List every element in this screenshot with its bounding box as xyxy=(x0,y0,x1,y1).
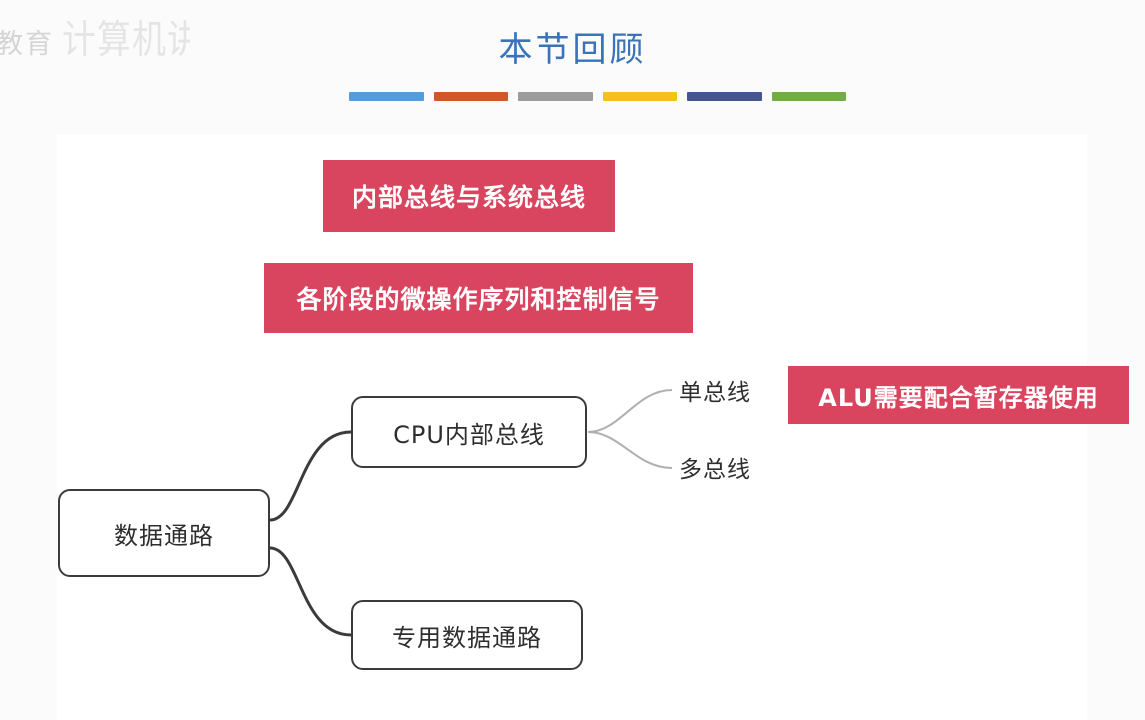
bar-orange xyxy=(433,92,508,101)
highlight-alu-register: ALU需要配合暂存器使用 xyxy=(788,366,1129,424)
bar-blue xyxy=(349,92,424,101)
watermark-main-text: 教育 xyxy=(0,29,54,60)
bar-yellow xyxy=(602,92,677,101)
watermark-sub-text: 计算机讲 xyxy=(62,17,190,64)
bar-gray xyxy=(518,92,593,101)
bar-green xyxy=(771,92,846,101)
highlight-internal-system-bus: 内部总线与系统总线 xyxy=(323,160,615,232)
color-bar-strip xyxy=(349,92,846,102)
mindmap-node-dedicated-path: 专用数据通路 xyxy=(351,600,583,670)
highlight-micro-op-sequence: 各阶段的微操作序列和控制信号 xyxy=(264,263,693,333)
mindmap-leaf-multi-bus: 多总线 xyxy=(679,457,751,483)
mindmap-node-root: 数据通路 xyxy=(58,489,270,577)
watermark: 教育 计算机讲 xyxy=(0,4,190,64)
mindmap-leaf-single-bus: 单总线 xyxy=(679,380,751,406)
page-title: 本节回顾 xyxy=(498,30,647,70)
bar-navy xyxy=(687,92,762,101)
mindmap-node-cpu-bus: CPU内部总线 xyxy=(351,396,587,468)
